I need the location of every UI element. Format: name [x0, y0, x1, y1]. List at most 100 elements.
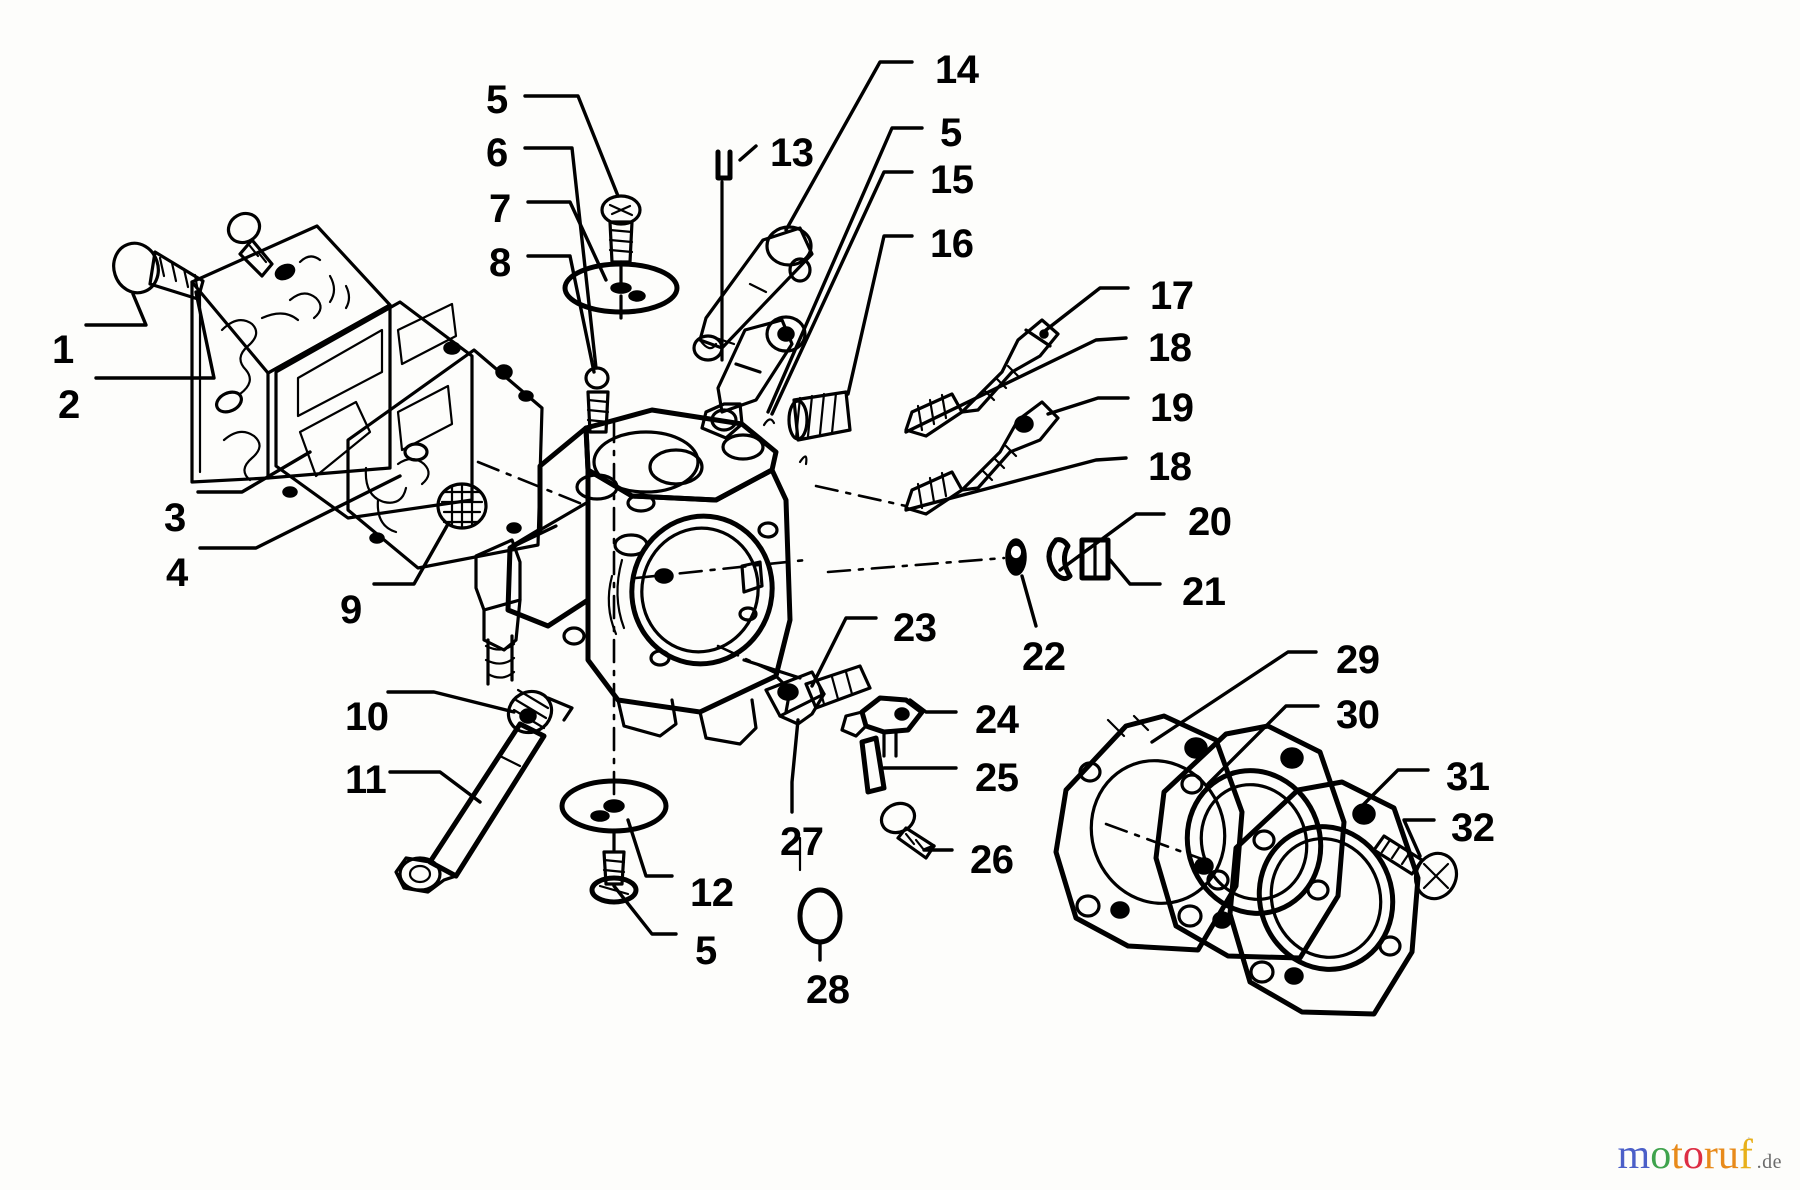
callout-29: 29	[1336, 638, 1380, 682]
leader-11	[388, 770, 482, 804]
leader-30	[1206, 704, 1320, 786]
mounting-screw	[1372, 834, 1459, 901]
leader-27	[790, 718, 800, 814]
screen-filter	[372, 482, 488, 586]
leader-26	[922, 844, 954, 852]
leader-5-bottom	[612, 884, 678, 936]
leader-20	[1058, 512, 1166, 572]
leader-17	[1044, 286, 1130, 332]
choke-screw	[600, 194, 642, 294]
pump-gasket	[274, 300, 474, 520]
leader-10	[386, 690, 516, 714]
wm-letter-f: f	[1738, 1132, 1753, 1178]
throttle-link-assembly	[692, 60, 924, 440]
leader-16	[846, 234, 914, 396]
throttle-link-upper	[692, 225, 814, 362]
leader-12	[626, 818, 674, 878]
axis-diagonal-left	[476, 460, 584, 506]
leader-8	[526, 254, 596, 374]
callout-17: 17	[1150, 274, 1194, 318]
callout-5-link: 5	[940, 111, 962, 155]
callout-20: 20	[1188, 500, 1232, 544]
leader-24	[908, 698, 958, 714]
callout-21: 21	[1182, 570, 1226, 614]
callout-32: 32	[1451, 806, 1495, 850]
leader-13	[738, 144, 758, 162]
wm-letter-m: m	[1617, 1132, 1651, 1178]
throttle-shaft-assembly	[716, 616, 958, 860]
leader-4	[198, 474, 402, 550]
callout-8: 8	[489, 241, 511, 285]
carburetor-body	[474, 407, 808, 802]
callout-1: 1	[52, 328, 74, 372]
wm-dot: .	[1746, 1127, 1751, 1143]
choke-shaft-rod	[394, 721, 547, 894]
callout-24: 24	[975, 698, 1019, 742]
idle-spring	[787, 234, 914, 442]
leader-21	[1108, 558, 1162, 586]
motoruf-watermark-logo: motoruf..de	[1617, 1128, 1782, 1178]
leader-5-top	[523, 94, 620, 198]
callout-7: 7	[489, 187, 511, 231]
idle-adjust-screw	[879, 801, 936, 860]
callout-28: 28	[806, 968, 850, 1012]
leader-9	[372, 522, 450, 586]
choke-plate-assembly	[523, 94, 680, 434]
leader-1	[84, 292, 148, 327]
mounting-gasket-front	[1227, 779, 1421, 1017]
insulator-gasket-rear	[1053, 713, 1245, 953]
callout-5-top: 5	[486, 78, 508, 122]
shaft-e-ring	[1046, 537, 1073, 582]
shaft-small-parts	[826, 512, 1166, 628]
center-axis-horizontal	[634, 558, 808, 580]
inlet-needle-spring	[584, 366, 610, 434]
leader-2	[94, 290, 216, 380]
insulator-assembly	[1053, 650, 1459, 1017]
roll-pin	[859, 735, 887, 795]
fuel-inlet-screen	[797, 836, 843, 962]
callout-22: 22	[1022, 635, 1066, 679]
throttle-lever-lower	[700, 315, 807, 440]
low-speed-needle-assembly	[814, 396, 1130, 516]
pump-body-cover	[190, 224, 392, 484]
leader-5-link	[766, 126, 924, 414]
callout-26: 26	[970, 838, 1014, 882]
leader-23	[810, 616, 878, 688]
callout-9: 9	[340, 588, 362, 632]
callout-23: 23	[893, 606, 937, 650]
throttle-plate-assembly	[559, 778, 678, 936]
choke-shaft-assembly	[386, 688, 574, 894]
callout-15: 15	[930, 158, 974, 202]
leader-32	[1402, 818, 1436, 858]
throttle-lever-arm	[840, 695, 925, 758]
leader-7	[526, 200, 608, 282]
callout-18-b: 18	[1148, 445, 1192, 489]
choke-shaft-spring	[506, 688, 574, 735]
leader-18-b	[904, 456, 1128, 512]
leader-15	[770, 170, 914, 416]
leader-14	[784, 60, 914, 232]
callout-30: 30	[1336, 693, 1380, 737]
wm-letter-o1: o	[1650, 1132, 1672, 1178]
leader-22	[1020, 574, 1038, 628]
leader-31	[1354, 768, 1430, 814]
throttle-return-spring	[804, 664, 872, 710]
callout-19: 19	[1150, 386, 1194, 430]
leader-29	[1150, 650, 1318, 744]
throttle-plate-screw	[589, 850, 639, 905]
callout-18-a: 18	[1148, 326, 1192, 370]
high-speed-needle-assembly	[904, 286, 1130, 438]
wm-letter-o2: o	[1682, 1132, 1704, 1178]
leader-18-a	[904, 336, 1128, 434]
wm-letter-r: r	[1703, 1132, 1718, 1178]
callout-5-bottom: 5	[695, 929, 717, 973]
pump-cover-assembly	[84, 211, 544, 570]
leader-3	[196, 450, 312, 494]
leader-19	[1046, 396, 1130, 416]
e-ring-clip	[1005, 538, 1027, 576]
callout-6: 6	[486, 131, 508, 175]
callout-13: 13	[770, 131, 814, 175]
callout-11: 11	[345, 758, 387, 802]
